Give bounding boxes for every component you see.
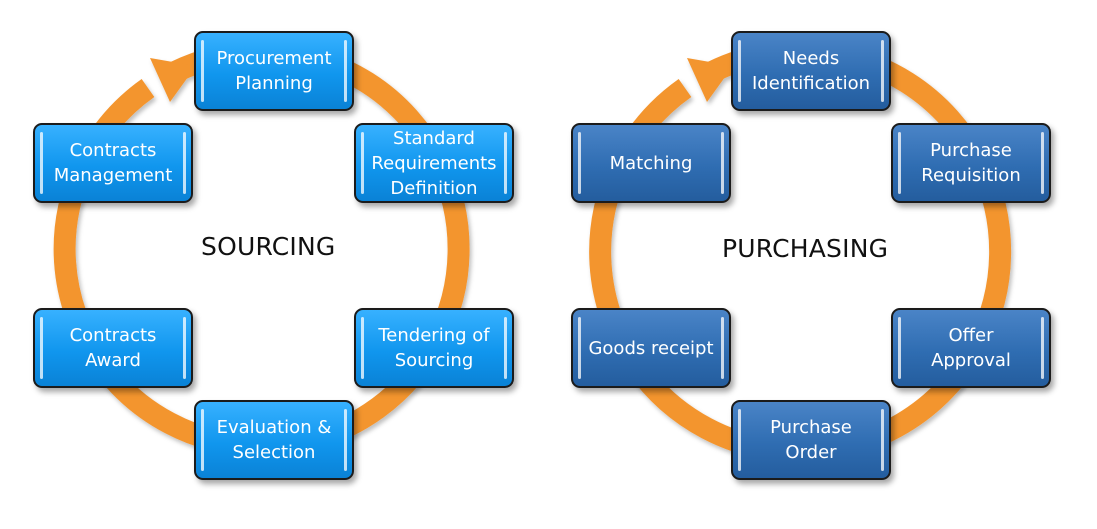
sourcing-arrowhead [150, 58, 196, 102]
step-matching: Matching [571, 123, 731, 203]
sourcing-title: SOURCING [201, 232, 336, 261]
step-label: Evaluation &Selection [216, 417, 332, 463]
step-goods-receipt: Goods receipt [571, 308, 731, 388]
purchasing-arrowhead [687, 58, 733, 102]
step-evaluation-selection: Evaluation &Selection [194, 400, 354, 480]
purchasing-title: PURCHASING [722, 234, 889, 263]
purchasing-ring [589, 40, 1012, 463]
step-label: Matching [609, 152, 693, 174]
sourcing-ring [53, 40, 470, 457]
step-label: Goods receipt [588, 337, 714, 359]
